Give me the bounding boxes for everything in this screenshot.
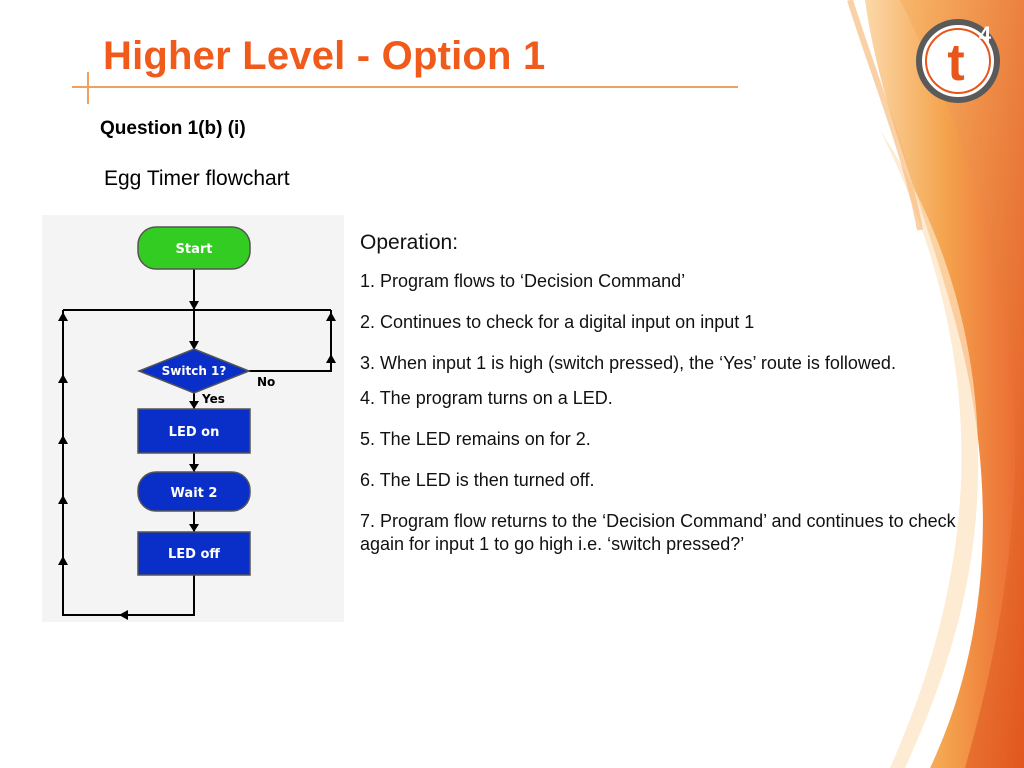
arrowhead bbox=[119, 610, 128, 620]
operation-step: 1. Program flows to ‘Decision Command’ bbox=[360, 271, 686, 291]
arrowhead bbox=[189, 464, 199, 472]
slide-title: Higher Level - Option 1 bbox=[103, 34, 546, 78]
operation-step: 6. The LED is then turned off. bbox=[360, 470, 595, 490]
arrowhead bbox=[58, 435, 68, 444]
operation-step: 3. When input 1 is high (switch pressed)… bbox=[360, 353, 896, 373]
decision-node-label: Switch 1? bbox=[162, 364, 227, 378]
arrowhead bbox=[58, 495, 68, 504]
flow-arrowheads bbox=[58, 301, 336, 620]
operation-step: 5. The LED remains on for 2. bbox=[360, 429, 591, 449]
yes-branch-label: Yes bbox=[201, 392, 225, 406]
decision-node bbox=[136, 348, 252, 394]
orange-swirl-band bbox=[900, 0, 1024, 768]
start-node bbox=[137, 226, 251, 270]
arrowhead bbox=[189, 301, 199, 310]
logo-letter: t bbox=[947, 34, 964, 92]
led-on-node-label: LED on bbox=[169, 425, 220, 440]
operation-step: 7. Program flow returns to the ‘Decision… bbox=[360, 511, 956, 554]
logo-superscript: 4 bbox=[979, 22, 992, 47]
question-label: Question 1(b) (i) bbox=[100, 118, 246, 139]
arrowhead bbox=[326, 354, 336, 363]
led-on-node bbox=[137, 408, 251, 454]
egg-timer-flowchart: Start Switch 1? No Yes LED on Wait 2 LED… bbox=[42, 215, 344, 622]
arrowhead bbox=[189, 341, 199, 350]
start-node-label: Start bbox=[176, 242, 213, 257]
no-branch-label: No bbox=[257, 375, 275, 389]
led-off-node bbox=[137, 531, 251, 576]
wait-node-label: Wait 2 bbox=[171, 486, 218, 501]
led-off-node-label: LED off bbox=[168, 547, 220, 562]
wait-node bbox=[137, 471, 251, 512]
operation-panel: Operation: 1. Program flows to ‘Decision… bbox=[360, 230, 960, 574]
arrowhead bbox=[326, 312, 336, 321]
operation-steps: 1. Program flows to ‘Decision Command’ 2… bbox=[360, 270, 960, 556]
flowchart-caption: Egg Timer flowchart bbox=[104, 167, 290, 190]
arrowhead bbox=[58, 556, 68, 565]
operation-heading: Operation: bbox=[360, 231, 459, 254]
arrowhead bbox=[189, 401, 199, 409]
t4-logo: t 4 bbox=[916, 19, 1000, 103]
no-loop bbox=[239, 310, 332, 372]
operation-step: 4. The program turns on a LED. bbox=[360, 388, 613, 408]
orange-swirl-light bbox=[880, 130, 979, 768]
arrowhead bbox=[58, 374, 68, 383]
arrowhead bbox=[58, 312, 68, 321]
arrowhead bbox=[189, 524, 199, 532]
orange-swirl-edge bbox=[847, 0, 923, 231]
return-loop bbox=[62, 310, 195, 616]
operation-step: 2. Continues to check for a digital inpu… bbox=[360, 312, 755, 332]
